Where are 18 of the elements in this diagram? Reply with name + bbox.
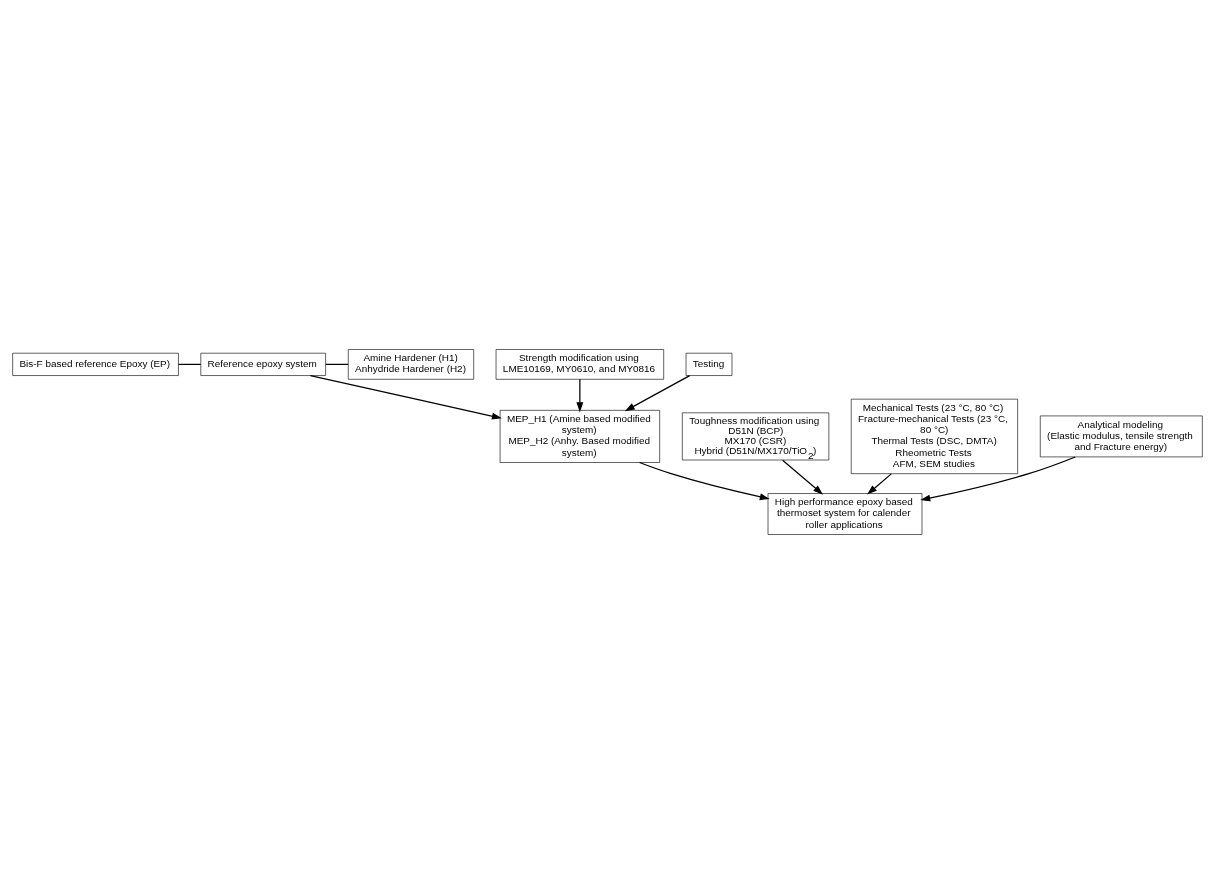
arrow [624, 374, 691, 411]
connector [177, 363, 202, 365]
node-box: Analytical modeling (Elastic modulus, tensile strength and Fracture energy) [1039, 415, 1203, 457]
node-box: Amine Hardener (H1) Anhydride Hardener (H2) [347, 348, 474, 380]
node-box: Bis-F based reference Epoxy (EP) [12, 352, 179, 376]
node-box: Mechanical Tests (23 °C, 80 °C) Fracture-mechanical Tests (23 °C, 80 °C) Thermal Tests (DSC, DMTA) Rheometric Tests AFM, SEM studies [850, 398, 1018, 474]
arrow [638, 461, 770, 500]
connector [325, 363, 349, 365]
node-box: Reference epoxy system [200, 352, 326, 376]
arrow [782, 459, 824, 495]
node-box: Strength modification using LME10169, MY0610, and MY0816 [495, 348, 664, 380]
node-box: MEP_H1 (Amine based modified system) MEP_H2 (Anhy. Based modified system) [499, 409, 660, 463]
node-box: High performance epoxy based thermoset system for calender roller applications [767, 492, 923, 535]
node-box: Testing [685, 352, 733, 376]
arrow [867, 472, 892, 495]
arrow [576, 378, 584, 412]
arrow [920, 455, 1076, 501]
arrow [309, 374, 502, 420]
